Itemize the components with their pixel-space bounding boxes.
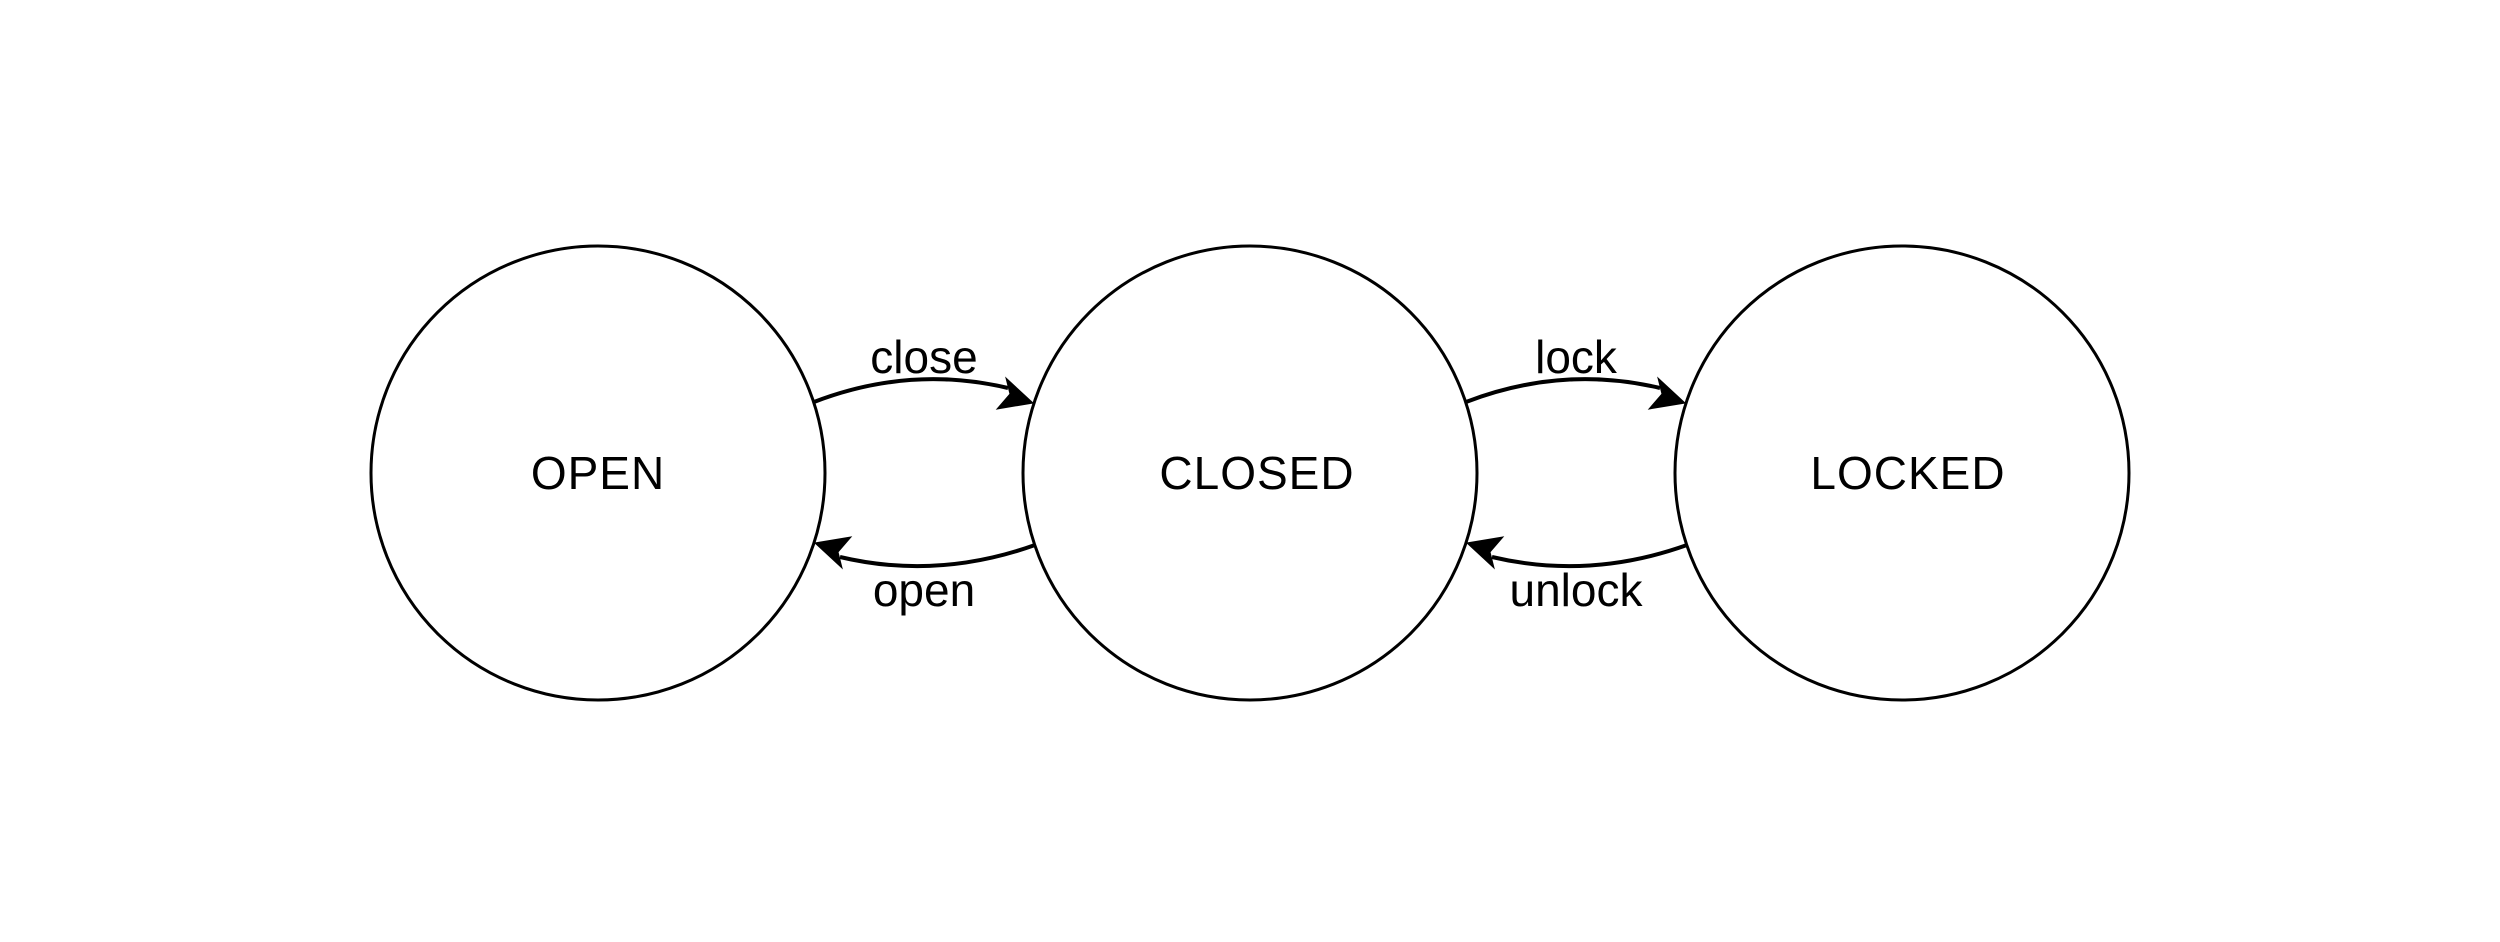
arrowhead-close [995,376,1035,410]
state-label-open: OPEN [531,447,665,499]
state-node-open: OPEN [369,244,827,702]
state-label-closed: CLOSED [1159,447,1354,499]
transition-edge-open [839,543,1036,569]
transition-edge-lock [1465,377,1661,404]
transition-edge-unlock [1491,543,1688,569]
arrowhead-open [813,536,853,570]
transition-edge-close [813,377,1009,404]
transition-label-close: close [870,331,977,383]
transition-label-unlock: unlock [1510,564,1644,616]
transition-open: open [813,536,1036,616]
transition-label-lock: lock [1535,331,1618,383]
state-label-locked: LOCKED [1810,447,2005,499]
state-node-closed: CLOSED [1021,244,1479,702]
transition-unlock: unlock [1465,536,1688,616]
state-circle-closed [1021,244,1479,702]
state-node-locked: LOCKED [1673,244,2131,702]
state-circle-locked [1673,244,2131,702]
arrowhead-unlock [1465,536,1505,570]
transition-lock: lock [1465,331,1687,410]
transition-close: close [813,331,1035,410]
transition-label-open: open [873,564,975,616]
arrowhead-lock [1647,376,1687,410]
state-circle-open [369,244,827,702]
